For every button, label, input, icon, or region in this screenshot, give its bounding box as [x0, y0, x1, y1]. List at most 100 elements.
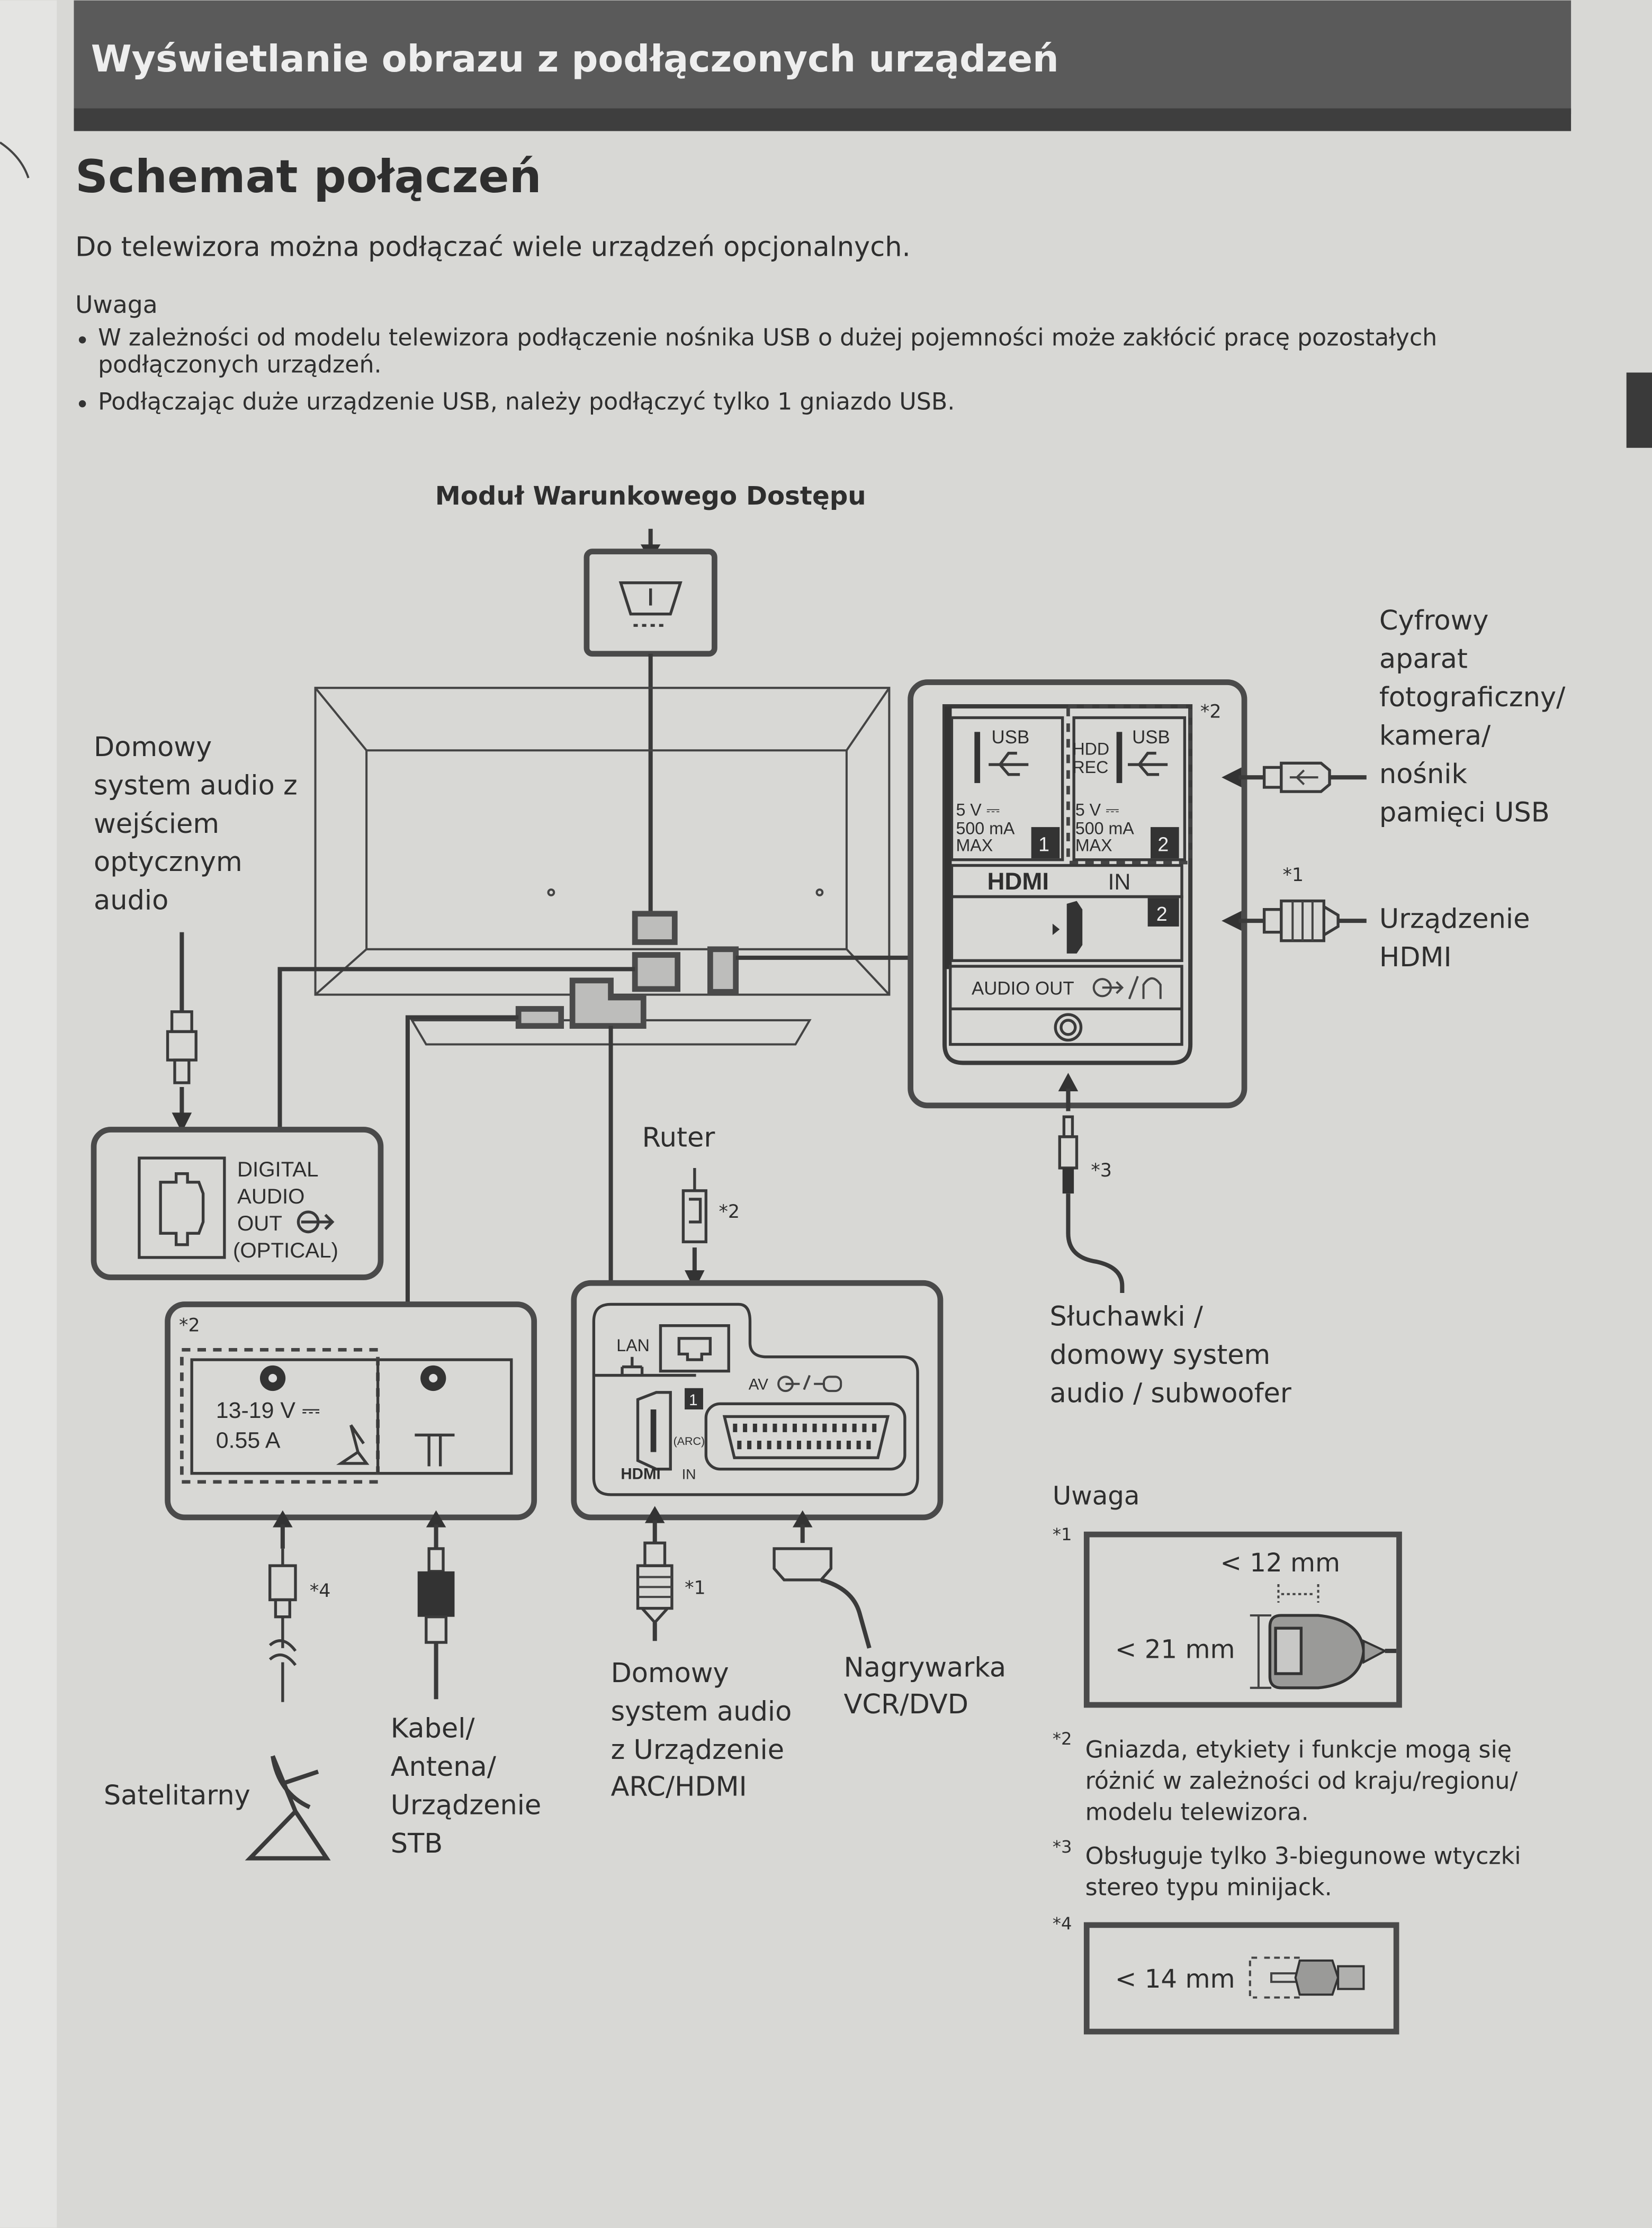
satellite-dish-icon [245, 1755, 331, 1861]
lan-plug-icon [681, 1167, 707, 1244]
usb2-hdd: HDD [1072, 739, 1109, 758]
note-2-line-3: modelu telewizora. [1085, 1799, 1309, 1826]
optical-panel [91, 1127, 384, 1280]
optical-port-label-3: OUT [237, 1211, 282, 1235]
cable-coax-port [420, 1365, 446, 1391]
cable-device-label-3: Urządzenie [391, 1790, 542, 1821]
usb2-rec: REC [1072, 758, 1108, 777]
hdmi-1-number: 1 [689, 1391, 697, 1409]
arc-device-label-4: ARC/HDMI [611, 1772, 747, 1803]
hdmi-arc-port [636, 1391, 672, 1471]
usb2-max: MAX [1075, 836, 1112, 855]
page-title: Schemat połączeń [75, 150, 542, 203]
arrow-up-icon [644, 1506, 665, 1543]
lnb-current: 0.55 A [216, 1427, 281, 1453]
usb-port-1: USB 5 V ⎓ 500 mA MAX 1 [950, 716, 1064, 861]
note-heading: Uwaga [75, 291, 157, 319]
note-bullet-2: Podłączając duże urządzenie USB, należy … [98, 388, 955, 415]
usb1-number: 1 [1038, 833, 1049, 856]
optical-port-label-4: (OPTICAL) [233, 1238, 338, 1262]
arrow-left-icon [1222, 911, 1264, 931]
hdmi-in-side: IN [1108, 869, 1131, 895]
note-3-line-2: stereo typu minijack. [1085, 1874, 1332, 1901]
hdmi-plug-width: < 12 mm [1220, 1548, 1340, 1578]
audio-out-icon [297, 1210, 335, 1234]
note-mark-1: *1 [1053, 1524, 1072, 1544]
f-connector-plug-icon [268, 1548, 297, 1702]
usb1-power: 5 V ⎓ [956, 801, 1000, 820]
cable-device-label-4: STB [391, 1828, 443, 1859]
note-bullet-1-cont: podłączonych urządzeń. [98, 352, 381, 379]
usb-device-label-4: kamera/ [1379, 720, 1491, 751]
hdmi-logo-side: HDMI [987, 868, 1049, 895]
usb-device-label-5: nośnik [1379, 759, 1468, 790]
footnote-mark-4: *4 [310, 1580, 331, 1602]
arc-device-label-3: z Urządzenie [611, 1735, 785, 1766]
recorder-label-1: Nagrywarka [844, 1652, 1007, 1683]
usb-device-label-6: pamięci USB [1379, 797, 1550, 828]
side-panel [908, 679, 1247, 1109]
headphones-label-1: Słuchawki / [1050, 1301, 1204, 1333]
arrow-up-icon [1058, 1073, 1079, 1111]
av-in-out-icon [777, 1374, 842, 1392]
note-3-line-1: Obsługuje tylko 3-biegunowe wtyczki [1085, 1843, 1521, 1870]
usb-port-2: HDD REC USB 5 V ⎓ 500 mA MAX 2 [1066, 704, 1192, 865]
arrow-up-icon [426, 1510, 446, 1549]
optical-device-label-3: wejściem [94, 808, 219, 840]
cam-label: Moduł Warunkowego Dostępu [435, 481, 866, 511]
language-tab [1626, 372, 1652, 448]
lnb-voltage: 13-19 V ⎓ [216, 1398, 320, 1423]
tv-rear-outline [314, 687, 891, 1046]
optical-port-label-2: AUDIO [237, 1184, 304, 1208]
usb-icon [989, 751, 1029, 776]
usb2-label: USB [1132, 727, 1170, 748]
usb1-label: USB [992, 727, 1030, 748]
cable-device-label-2: Antena/ [391, 1751, 497, 1783]
satellite-dish-small-icon [336, 1424, 370, 1465]
hdmi-port-2: HDMI IN 2 [950, 864, 1183, 962]
usb-plug-icon [1262, 761, 1367, 793]
note-2-line-2: różnić w zależności od kraju/regionu/ [1085, 1767, 1518, 1794]
cable-device-label-1: Kabel/ [391, 1713, 475, 1745]
router-label: Ruter [642, 1122, 715, 1154]
audio-out-port: AUDIO OUT [949, 965, 1183, 1046]
usb-device-label-1: Cyfrowy [1379, 605, 1489, 636]
lan-port [659, 1324, 730, 1373]
arrow-up-icon [273, 1510, 293, 1549]
usb-device-label-2: aparat [1379, 644, 1468, 675]
antenna-panel [165, 1301, 537, 1521]
satellite-label: Satelitarny [104, 1780, 250, 1811]
arrow-left-icon [1222, 767, 1264, 787]
scart-port [704, 1402, 906, 1471]
usb2-power: 5 V ⎓ [1075, 801, 1119, 820]
usb-device-label-3: fotograficzny/ [1379, 682, 1566, 713]
optical-port-label-1: DIGITAL [237, 1157, 319, 1181]
footnote-mark-1: *1 [1282, 865, 1304, 886]
av-label: AV [749, 1376, 768, 1393]
cam-card-icon [618, 581, 683, 616]
header-title: Wyświetlanie obrazu z podłączonych urząd… [91, 38, 1059, 80]
arc-device-label-2: system audio [611, 1696, 792, 1728]
footnote-mark-3: *3 [1091, 1160, 1112, 1181]
hdmi-2-number: 2 [1156, 903, 1168, 925]
optical-device-label-4: optycznym [94, 847, 243, 878]
arc-label: (ARC) [674, 1435, 705, 1448]
network-icon [621, 1356, 644, 1376]
hdmi-plug-height: < 21 mm [1115, 1634, 1235, 1664]
usb1-current: 500 mA [956, 819, 1014, 838]
optical-device-label-2: system audio z [94, 770, 298, 801]
hdmi-device-label-1: Urządzenie [1379, 904, 1530, 935]
arc-device-label-1: Domowy [611, 1658, 729, 1689]
hdmi-in-rear: IN [682, 1466, 696, 1482]
hdmi-1-badge [685, 1388, 703, 1410]
antenna-t-icon [415, 1433, 455, 1467]
usb2-number: 2 [1157, 833, 1169, 856]
optical-port-icon [159, 1172, 205, 1246]
hdmi-logo-rear: HDMI [621, 1465, 660, 1483]
hdmi-plug-icon [1262, 899, 1367, 942]
footnote-mark-2: *2 [179, 1315, 200, 1336]
footnote-mark-1: *1 [685, 1578, 706, 1599]
optical-device-label-5: audio [94, 885, 168, 917]
usb1-max: MAX [956, 836, 993, 855]
intro-text: Do telewizora można podłączać wiele urzą… [75, 232, 911, 263]
